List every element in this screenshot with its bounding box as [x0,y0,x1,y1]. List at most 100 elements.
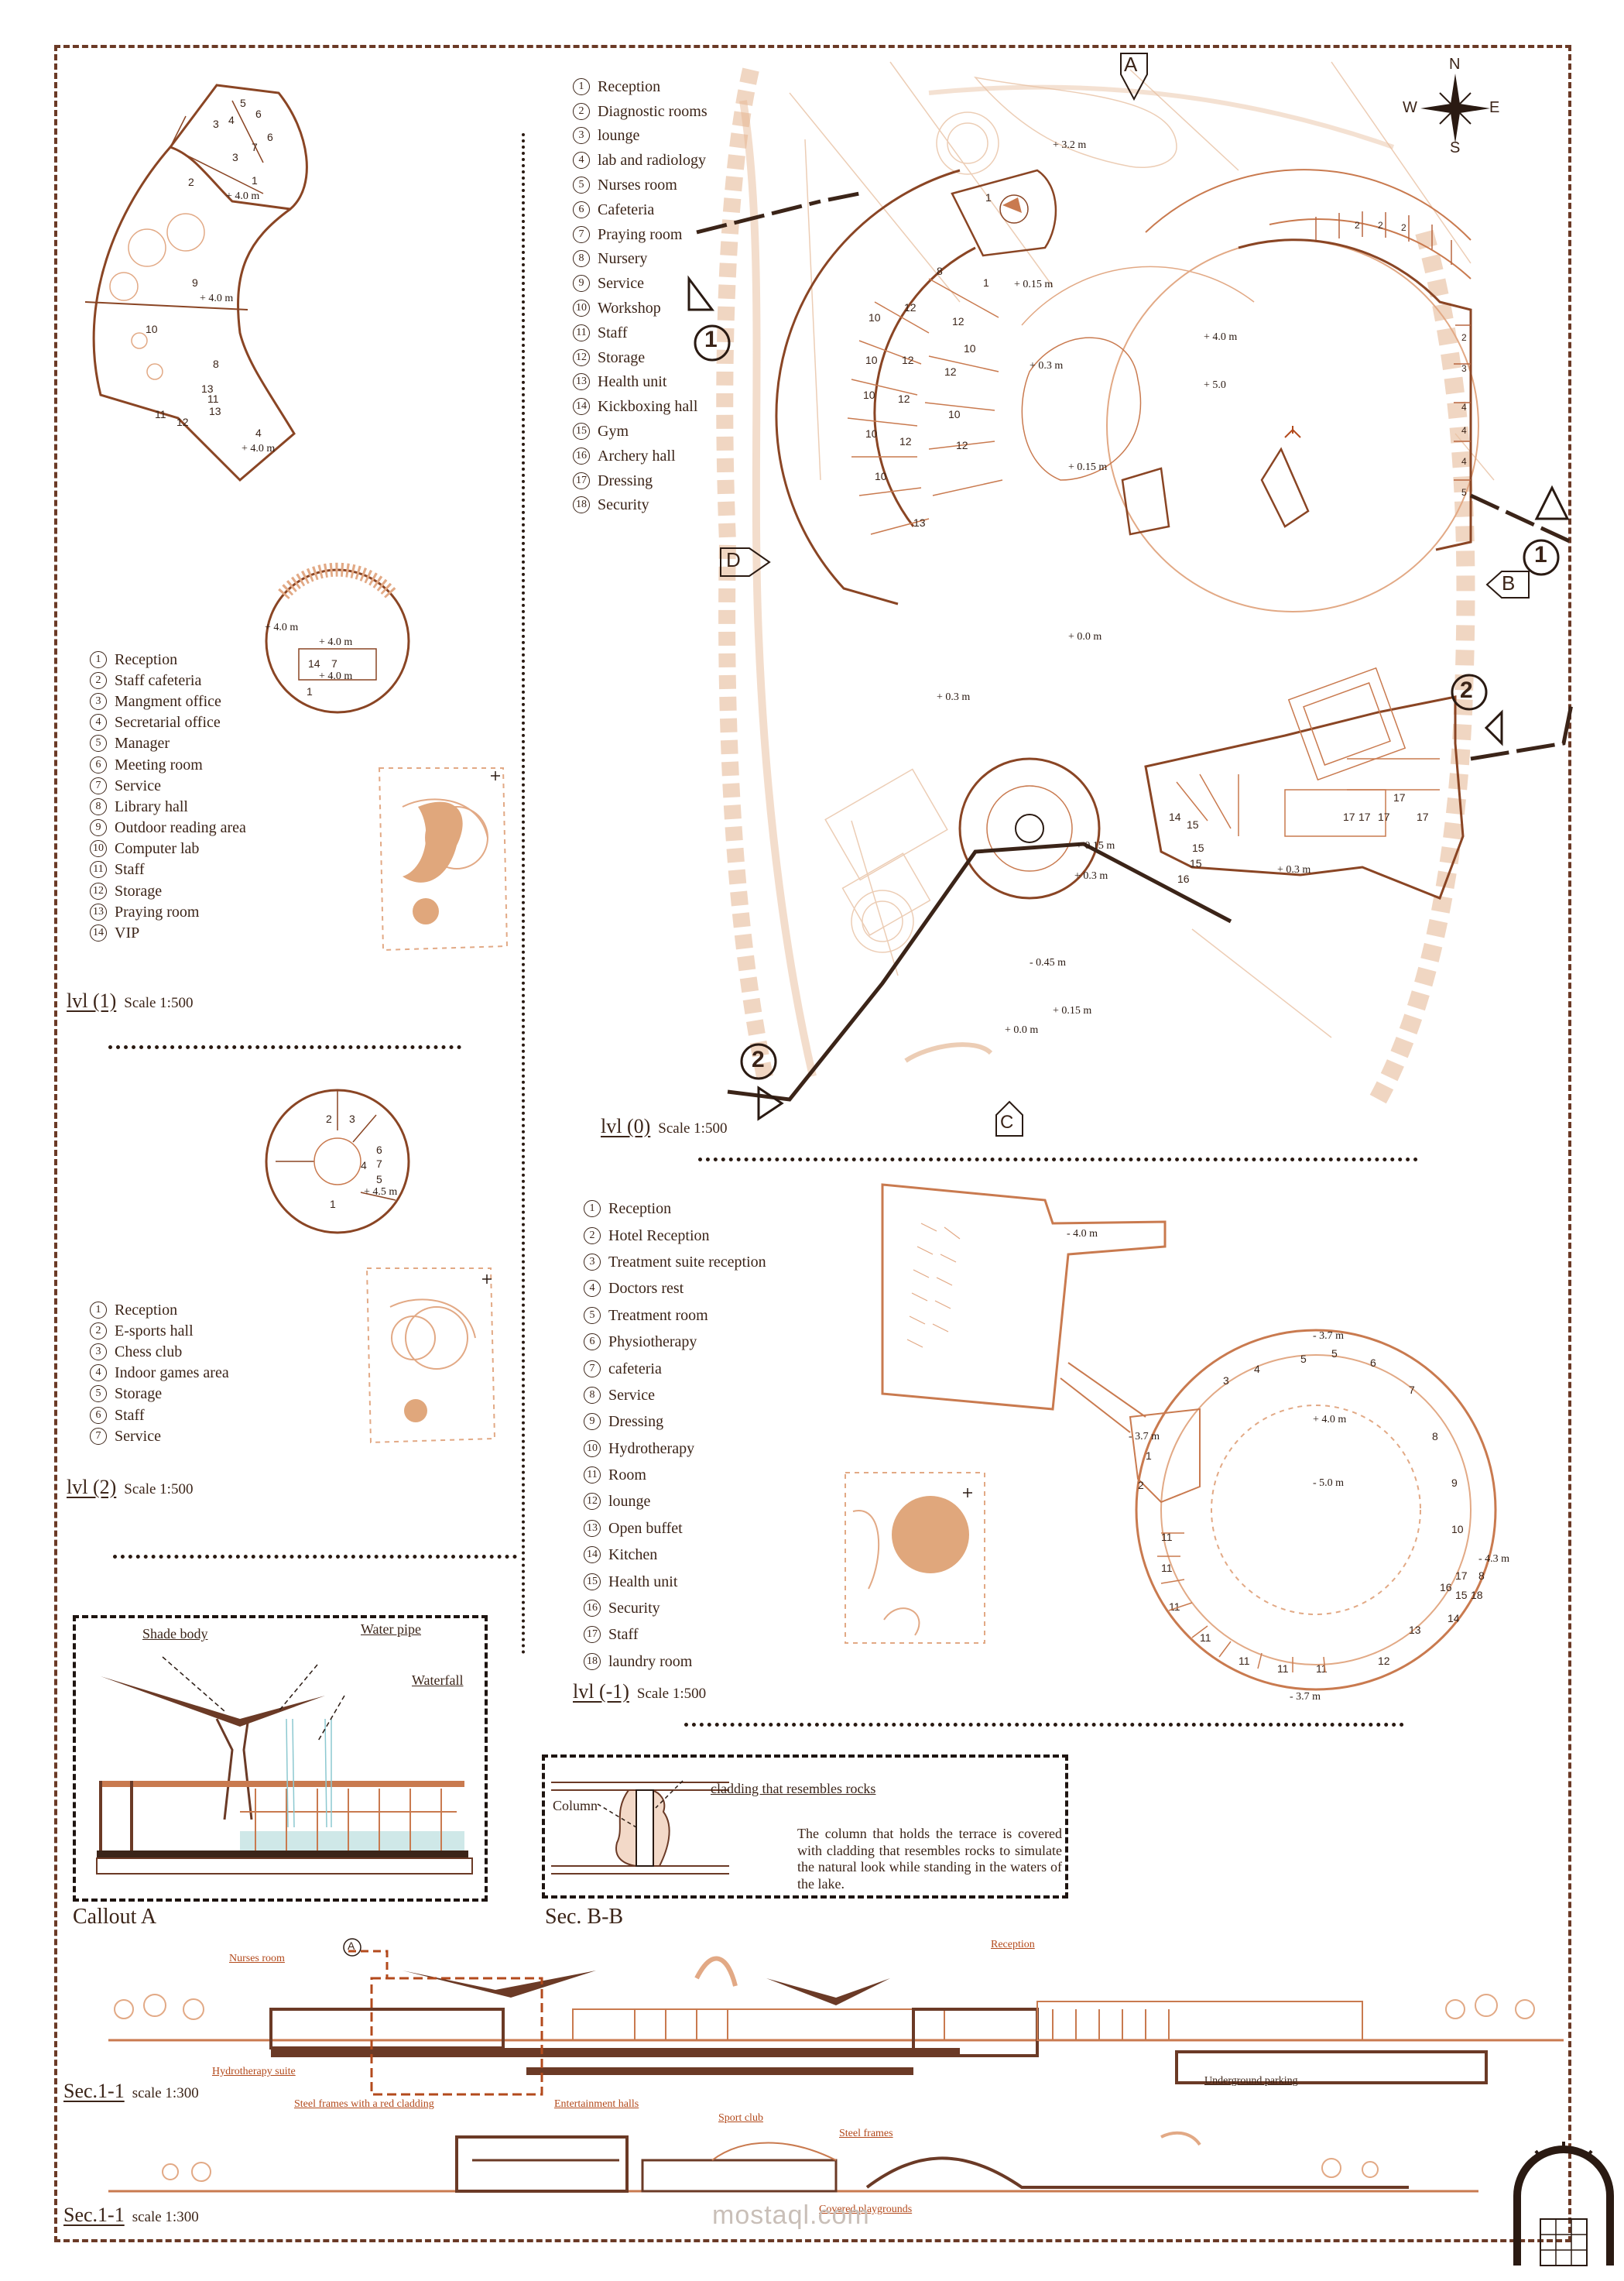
svg-text:7: 7 [376,1158,382,1170]
legend-number: 3 [90,692,107,710]
level-mark: + 0.15 m [1053,1005,1092,1017]
legend-label: Mangment office [115,692,221,710]
legend-number: 5 [584,1306,601,1324]
svg-text:10: 10 [869,311,881,324]
marker-b-label: B [1502,571,1516,595]
svg-text:11: 11 [1161,1562,1173,1574]
svg-text:8: 8 [213,358,219,370]
level1-title: lvl (1)Scale 1:500 [67,990,193,1013]
legend-number: 11 [584,1466,601,1484]
legend-number: 4 [573,152,590,170]
svg-text:6: 6 [1370,1357,1376,1369]
level1-scale: Scale 1:500 [124,995,194,1011]
separator-vertical [522,133,525,1655]
svg-text:4: 4 [255,427,262,439]
svg-text:12: 12 [902,354,914,366]
section-2-steelred-label: Steel frames with a red cladding [294,2098,434,2110]
legend-number: 16 [584,1600,601,1617]
svg-text:10: 10 [875,470,887,482]
level-mark: + 0.3 m [1030,360,1064,372]
svg-text:11: 11 [207,393,219,405]
legend-label: Hydrotherapy [608,1439,695,1457]
svg-text:5: 5 [1331,1347,1338,1360]
section-marker-2-left [740,1043,784,1121]
svg-text:4: 4 [1461,425,1467,436]
legend-number: 2 [584,1226,601,1244]
svg-text:10: 10 [146,323,158,335]
legend-label: Gym [598,423,629,441]
legend-number: 13 [573,373,590,391]
legend-label: Chess club [115,1343,183,1360]
svg-text:2: 2 [1378,220,1383,231]
section-1-callout-ref [343,1938,361,1957]
svg-text:8: 8 [1478,1569,1485,1582]
section-marker-1-left-label: 1 [704,327,718,352]
svg-text:11: 11 [1316,1662,1328,1675]
legend-number: 7 [90,1427,107,1445]
svg-text:1: 1 [1146,1449,1152,1462]
legend-label: Staff [115,1406,145,1424]
section-marker-1-left [687,275,731,362]
legend-number: 1 [90,650,107,668]
svg-text:12: 12 [899,435,912,448]
legend-label: Security [608,1600,660,1617]
svg-text:12: 12 [176,416,189,428]
svg-text:17: 17 [1358,811,1371,823]
marker-d [720,547,771,577]
legend-label: Doctors rest [608,1280,684,1298]
legend-label: Health unit [608,1573,678,1590]
svg-text:5: 5 [240,97,246,109]
legend-label: E-sports hall [115,1322,194,1339]
svg-text:13: 13 [913,516,926,529]
level0-title: lvl (0)Scale 1:500 [601,1115,727,1138]
sec-bb-drawing [551,1780,729,1875]
callout-a-title: Callout A [73,1905,157,1929]
svg-text:4: 4 [228,114,235,126]
legend-number: 10 [90,840,107,858]
marker-c [995,1100,1023,1137]
svg-text:5: 5 [1300,1353,1307,1365]
svg-text:17: 17 [1393,791,1406,804]
levelm1-mark: - 4.0 m [1067,1228,1098,1240]
separator-level2 [113,1555,517,1559]
svg-text:10: 10 [964,342,976,355]
watermark: mostaql.com [712,2200,870,2230]
legend-number: 17 [584,1626,601,1644]
svg-text:15: 15 [1455,1589,1468,1601]
legend-label: Hotel Reception [608,1226,710,1244]
level-mark: - 0.45 m [1030,957,1067,969]
level-mark: + 5.0 [1204,379,1226,391]
svg-text:13: 13 [209,405,221,417]
level1-key-plan [378,767,509,952]
level2-name: lvl (2) [67,1476,117,1498]
svg-text:3: 3 [232,151,238,163]
legend-number: 15 [584,1573,601,1590]
level2-scale: Scale 1:500 [124,1481,194,1497]
svg-text:9: 9 [1451,1477,1458,1489]
section-1-nurses-label: Nurses room [229,1953,285,1964]
legend-label: Service [608,1386,655,1404]
section-1-name: Sec.1-1 [63,2080,125,2102]
svg-text:12: 12 [944,365,957,378]
level1-mark: + 4.0 m [319,636,353,648]
legend-number: 6 [90,756,107,773]
